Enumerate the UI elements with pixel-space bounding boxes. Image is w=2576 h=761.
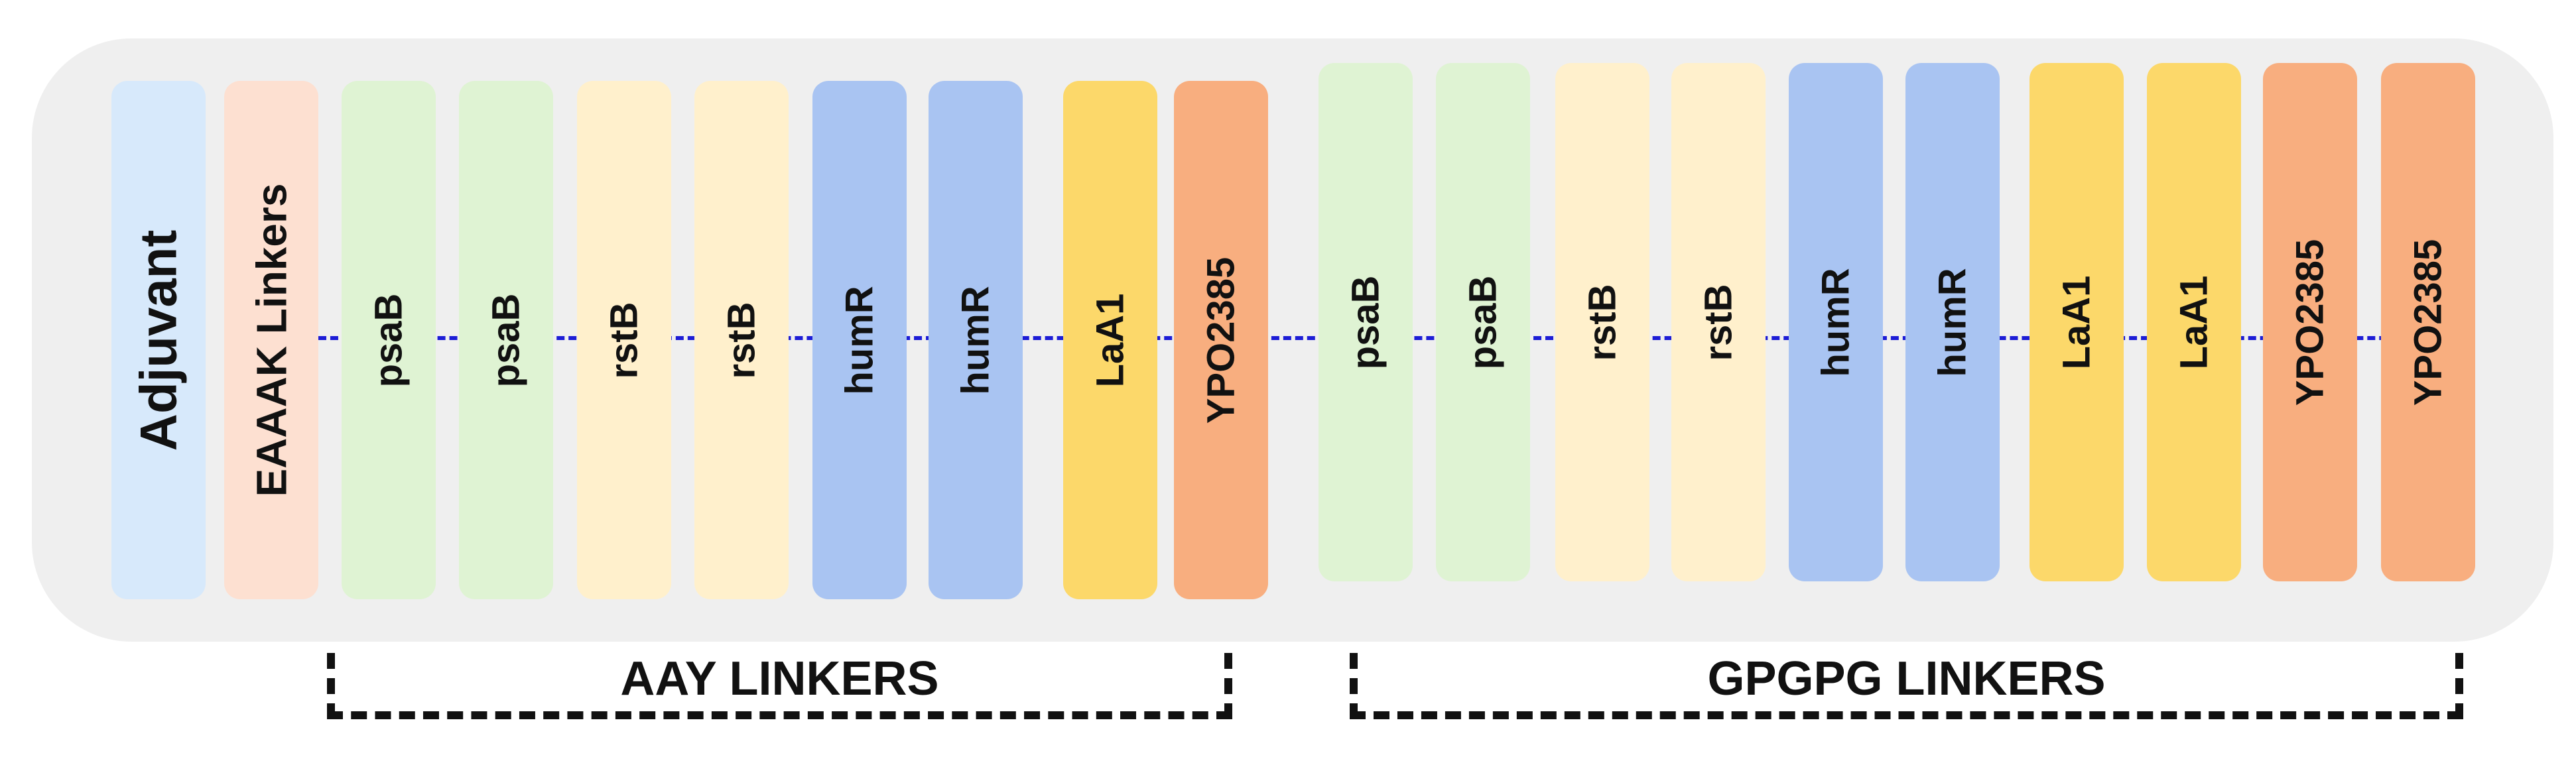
gpgpg-epitope-label: YPO2385	[2406, 239, 2450, 406]
aay-epitope-block-psaB-2: psaB	[459, 81, 553, 599]
aay-epitope-label: psaB	[484, 293, 528, 387]
gpgpg-epitope-block-rstB-2: rstB	[1671, 63, 1766, 581]
aay-epitope-label: psaB	[367, 293, 411, 387]
gpgpg-epitope-block-rstB-1: rstB	[1555, 63, 1649, 581]
eaaak-linker-label: EAAAK Linkers	[247, 183, 295, 497]
gpgpg-epitope-label: psaB	[1344, 275, 1387, 369]
gpgpg-epitope-label: YPO2385	[2288, 239, 2332, 406]
gpgpg-epitope-block-humR-2: humR	[1905, 63, 2000, 581]
adjuvant-block: Adjuvant	[111, 81, 206, 599]
aay-epitope-block-rstB-2: rstB	[694, 81, 789, 599]
gpgpg-epitope-block-YPO2385-1: YPO2385	[2263, 63, 2357, 581]
aay-epitope-block-humR-1: humR	[812, 81, 907, 599]
gpgpg-epitope-label: humR	[1931, 267, 1974, 377]
gpgpg-epitope-label: LaA1	[2172, 275, 2216, 369]
aay-epitope-block-humR-2: humR	[929, 81, 1023, 599]
gpgpg-epitope-label: humR	[1814, 267, 1858, 377]
aay-epitope-label: rstB	[602, 301, 646, 379]
aay-epitope-block-LaA1: LaA1	[1063, 81, 1157, 599]
gpgpg-epitope-block-psaB-1: psaB	[1319, 63, 1413, 581]
gpgpg-epitope-label: LaA1	[2055, 275, 2098, 369]
aay-epitope-label: rstB	[720, 301, 763, 379]
gpgpg-epitope-block-YPO2385-2: YPO2385	[2381, 63, 2475, 581]
aay-epitope-label: humR	[954, 285, 998, 395]
gpgpg-epitope-block-LaA1-1: LaA1	[2029, 63, 2124, 581]
gpgpg-linkers-bracket	[1350, 653, 2463, 719]
adjuvant-label: Adjuvant	[129, 229, 188, 451]
aay-epitope-label: humR	[838, 285, 881, 395]
gpgpg-epitope-label: psaB	[1461, 275, 1505, 369]
aay-linkers-label: AAY LINKERS	[620, 652, 939, 705]
gpgpg-epitope-label: rstB	[1580, 283, 1624, 361]
aay-epitope-block-rstB-1: rstB	[577, 81, 671, 599]
aay-epitope-block-psaB-1: psaB	[342, 81, 436, 599]
aay-epitope-label: LaA1	[1088, 293, 1132, 387]
aay-epitope-label: YPO2385	[1199, 257, 1243, 424]
gpgpg-epitope-label: rstB	[1697, 283, 1740, 361]
gpgpg-epitope-block-LaA1-2: LaA1	[2147, 63, 2241, 581]
gpgpg-linkers-label: GPGPG LINKERS	[1707, 652, 2106, 705]
eaaak-linker-block: EAAAK Linkers	[224, 81, 318, 599]
construct-panel	[32, 38, 2553, 642]
aay-linkers-bracket	[327, 653, 1232, 719]
gpgpg-epitope-block-psaB-2: psaB	[1436, 63, 1530, 581]
aay-epitope-block-YPO2385: YPO2385	[1174, 81, 1268, 599]
gpgpg-epitope-block-humR-1: humR	[1789, 63, 1883, 581]
